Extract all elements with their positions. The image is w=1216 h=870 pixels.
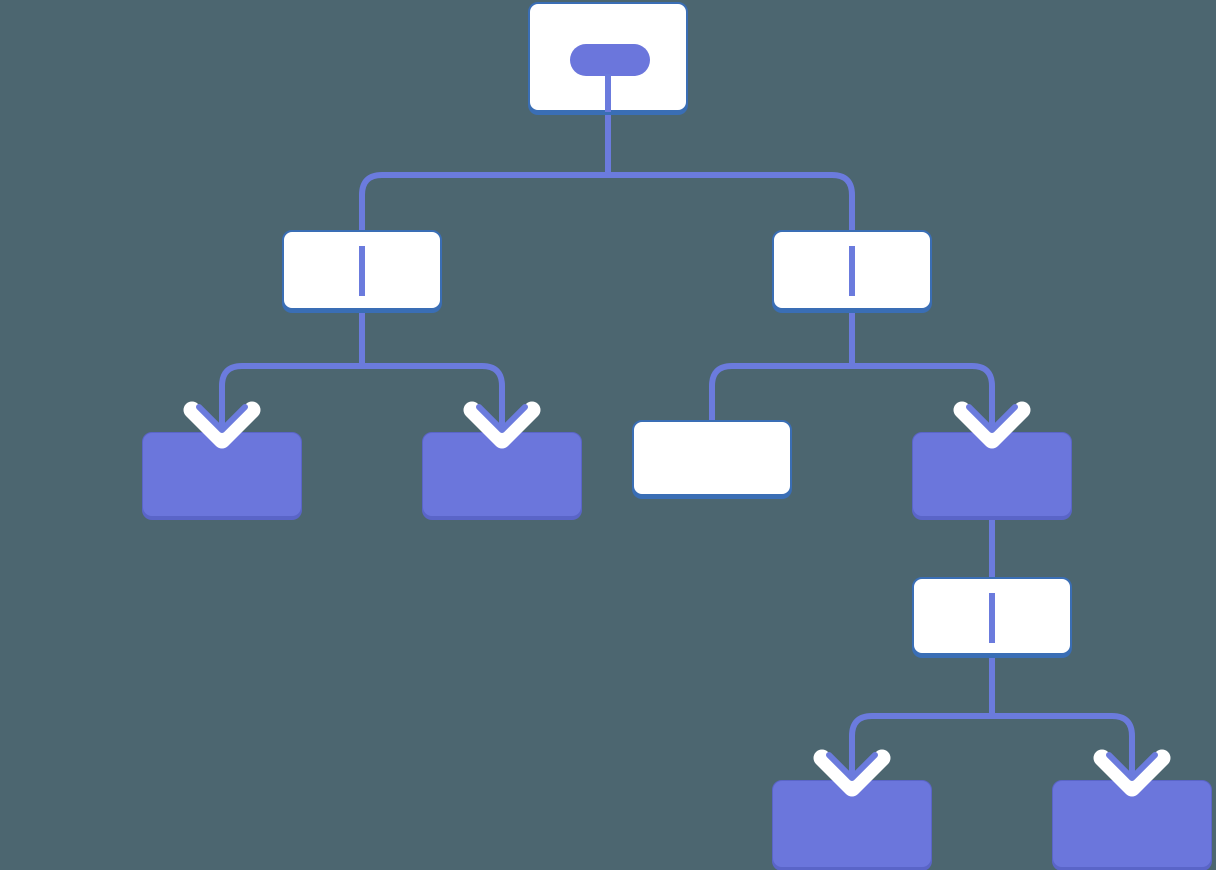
diagram-node-root[interactable] — [528, 2, 688, 112]
diagram-node-l1-right[interactable] — [772, 230, 932, 310]
diagram-node-l4-a[interactable] — [772, 780, 932, 868]
connector-edge — [709, 363, 852, 420]
diagram-node-l2-c[interactable] — [632, 420, 792, 496]
diagram-node-l3[interactable] — [912, 577, 1072, 655]
diagram-node-l2-d[interactable] — [912, 432, 1072, 517]
diagram-node-l1-left[interactable] — [282, 230, 442, 310]
diagram-node-l2-b[interactable] — [422, 432, 582, 517]
diagram-node-l4-b[interactable] — [1052, 780, 1212, 868]
diagram-node-l2-a[interactable] — [142, 432, 302, 517]
node-badge-pill — [570, 44, 650, 76]
